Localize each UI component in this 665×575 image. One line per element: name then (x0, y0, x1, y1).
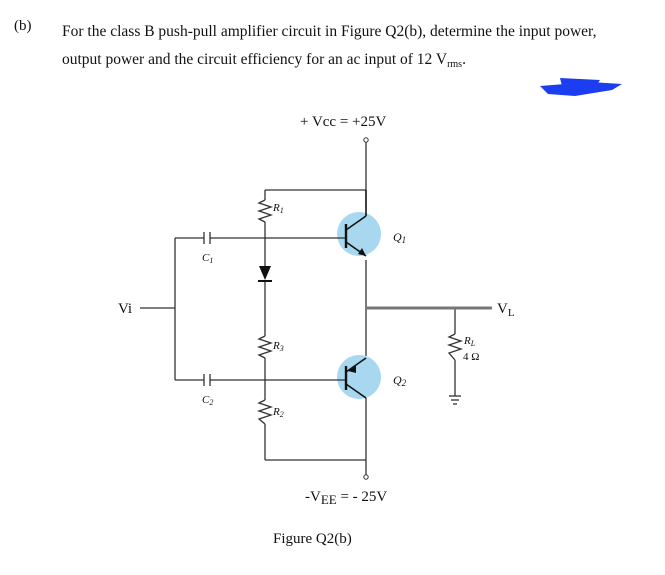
c1-capacitor (203, 232, 212, 244)
q2-body (337, 355, 381, 399)
question-line-1: For the class B push-pull amplifier circ… (62, 23, 597, 40)
vcc-terminal (363, 137, 369, 143)
question-label: (b) (14, 18, 32, 34)
vee-terminal (363, 474, 369, 480)
q1-arrow (358, 248, 366, 256)
vl-label: VL (497, 301, 515, 319)
redaction-mark (540, 78, 622, 96)
question-text: For the class B push-pull amplifier circ… (62, 18, 647, 79)
vi-label: Vi (118, 301, 132, 317)
q2-label: Q2 (393, 373, 407, 388)
r2-label: R2 (272, 406, 284, 419)
rl-label: RL (463, 335, 476, 348)
c1-label: C1 (202, 252, 213, 265)
r1-resistor (256, 199, 274, 223)
rl-value: 4 Ω (463, 351, 479, 363)
diode (258, 266, 272, 282)
vee-label: -VEE = - 25V (305, 489, 387, 507)
r2-resistor (256, 399, 274, 425)
vcc-label: + Vcc = +25V (300, 114, 387, 130)
figure-caption: Figure Q2(b) (273, 531, 352, 547)
q2-transistor (344, 357, 367, 399)
question-line-2: output power and the circuit efficiency … (62, 51, 466, 70)
rl-resistor (446, 333, 464, 361)
r3-resistor (256, 335, 274, 359)
c2-label: C2 (202, 394, 213, 407)
r3-label: R3 (272, 340, 284, 353)
q1-label: Q1 (393, 230, 406, 245)
r1-label: R1 (272, 202, 284, 215)
q2-arrow (348, 366, 356, 373)
q1-body (337, 212, 381, 256)
c2-capacitor (203, 374, 212, 386)
